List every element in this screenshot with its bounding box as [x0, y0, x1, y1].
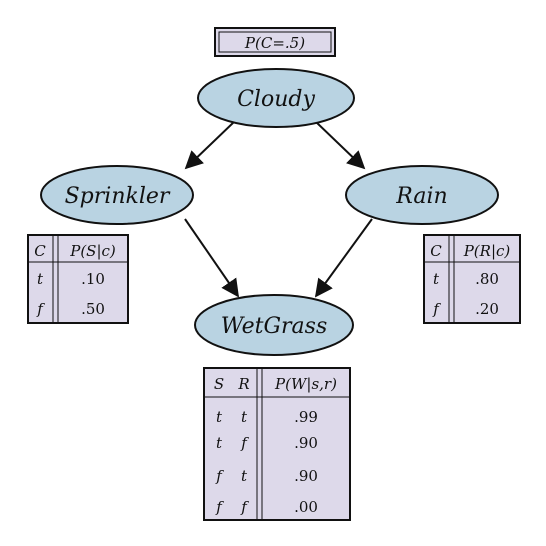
cpt-wetgrass-r1-r: f [240, 434, 249, 452]
cpt-wetgrass-header-p: P(W|s,r) [274, 375, 337, 393]
cpt-sprinkler-header-c: C [34, 242, 46, 260]
node-sprinkler: Sprinkler [40, 165, 194, 225]
prior-box: P(C=.5) [214, 27, 336, 57]
cpt-wetgrass-r3-r: f [240, 498, 249, 516]
edge-cloudy-sprinkler [184, 120, 236, 170]
node-wetgrass-label: WetGrass [221, 314, 327, 339]
cpt-wetgrass-header-r: R [237, 375, 249, 393]
cpt-sprinkler-r1-p: .50 [81, 300, 105, 318]
cpt-sprinkler-r0-c: t [37, 270, 44, 288]
cpt-rain-header-p: P(R|c) [463, 242, 511, 260]
cpt-rain-header-c: C [430, 242, 442, 260]
cpt-wetgrass-r1-s: t [216, 434, 223, 452]
cpt-sprinkler-r1-c: f [36, 300, 45, 318]
cpt-wetgrass: S R P(W|s,r) t t .99 t f .90 f t .90 f f… [203, 367, 351, 521]
node-cloudy-label: Cloudy [237, 87, 315, 112]
prior-box-text: P(C=.5) [244, 34, 305, 52]
cpt-rain: C P(R|c) t .80 f .20 [423, 234, 521, 324]
cpt-wetgrass-r2-s: f [215, 467, 224, 485]
node-wetgrass: WetGrass [194, 294, 354, 356]
node-sprinkler-label: Sprinkler [65, 184, 171, 209]
cpt-sprinkler: C P(S|c) t .10 f .50 [27, 234, 129, 324]
cpt-rain-r1-p: .20 [475, 300, 499, 318]
cpt-wetgrass-r3-s: f [215, 498, 224, 516]
cpt-wetgrass-r3-p: .00 [294, 498, 318, 516]
cpt-wetgrass-r1-p: .90 [294, 434, 318, 452]
cpt-wetgrass-r2-r: t [241, 467, 248, 485]
node-rain: Rain [345, 165, 499, 225]
cpt-sprinkler-header-p: P(S|c) [69, 242, 116, 260]
edge-sprinkler-wetgrass [184, 218, 240, 298]
cpt-wetgrass-r0-r: t [241, 408, 248, 426]
node-rain-label: Rain [395, 184, 447, 209]
edge-cloudy-rain [314, 120, 366, 170]
cpt-rain-r1-c: f [432, 300, 441, 318]
cpt-wetgrass-r0-s: t [216, 408, 223, 426]
cpt-rain-r0-c: t [433, 270, 440, 288]
cpt-rain-r0-p: .80 [475, 270, 499, 288]
edge-rain-wetgrass [314, 218, 373, 298]
node-cloudy: Cloudy [197, 68, 355, 128]
cpt-sprinkler-r0-p: .10 [81, 270, 105, 288]
cpt-wetgrass-r2-p: .90 [294, 467, 318, 485]
cpt-wetgrass-header-s: S [214, 375, 224, 393]
cpt-wetgrass-r0-p: .99 [294, 408, 318, 426]
